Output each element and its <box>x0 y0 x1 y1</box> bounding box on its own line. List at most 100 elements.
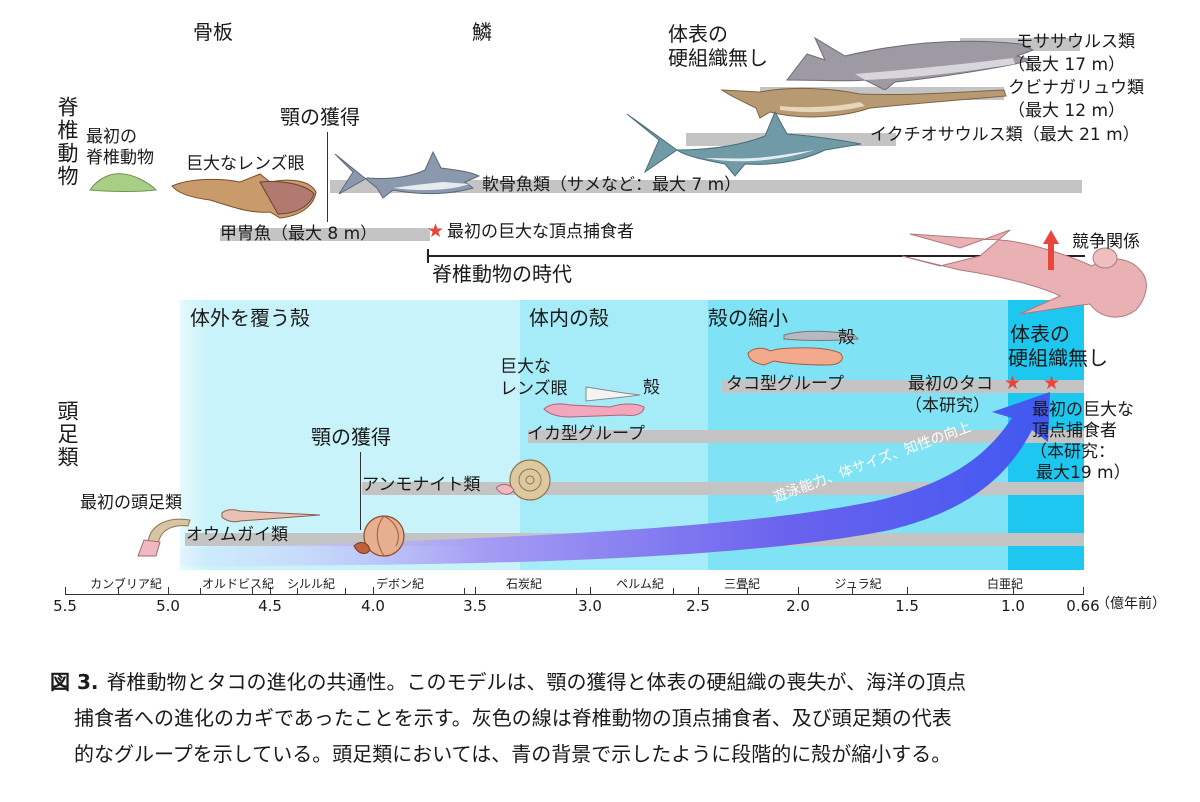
label-zone-shell-reduction: 殻の縮小 <box>708 306 788 330</box>
label-nautiloids: オウムガイ類 <box>186 525 288 545</box>
shark-illustration <box>334 150 481 199</box>
ichthyosaur-illustration <box>626 110 862 177</box>
axis-tick <box>1083 587 1084 595</box>
period-label: 白亜紀 <box>986 577 1024 591</box>
period-label: 三畳紀 <box>723 577 761 591</box>
axis-tick <box>698 587 699 595</box>
bar-octopus-group <box>722 380 1084 393</box>
caption-line-1: 脊椎動物とタコの進化の共通性。このモデルは、顎の獲得と体表の硬組織の喪失が、海洋… <box>106 670 967 694</box>
axis-tick <box>373 587 374 595</box>
label-zone-internal-shell: 体内の殻 <box>529 306 609 330</box>
label-zone-no-hard-tissue-2: 硬組織無し <box>1008 346 1108 370</box>
period-label: カンブリア紀 <box>90 577 162 591</box>
axis-tick <box>168 587 169 595</box>
label-zone-no-hard-tissue-1: 体表の <box>1010 322 1070 346</box>
nautilus-illustration <box>353 515 405 557</box>
label-placoderm: 甲冑魚（最大 8 m） <box>220 224 378 244</box>
label-ammonites: アンモナイト類 <box>362 475 481 495</box>
label-age-of-vertebrates: 脊椎動物の時代 <box>432 262 572 286</box>
label-octopus-group: タコ型グループ <box>726 374 844 394</box>
axis-tick-label: 1.0 <box>1001 597 1025 615</box>
axis-tick-label: 2.0 <box>786 597 810 615</box>
label-jaw-acquisition-vertebrates: 顎の獲得 <box>280 105 360 129</box>
bar-squid-group <box>528 430 1084 443</box>
axis-tick-label: 4.5 <box>258 597 282 615</box>
trend-arrow <box>180 392 1050 566</box>
axis-tick-label: 2.5 <box>686 597 710 615</box>
label-ichthyosaurs: イクチオサウルス類（最大 21 m） <box>870 125 1140 145</box>
caption-line-2: 捕食者への進化のカギであったことを示す。灰色の線は脊椎動物の頂点捕食者、及び頭足… <box>74 706 952 730</box>
axis-tick <box>798 587 799 595</box>
label-apex-cephalopod-1: 最初の巨大な <box>1032 400 1134 420</box>
label-squid-shell: 殻 <box>643 378 660 398</box>
label-plesiosaurs: クビナガリュウ類 <box>1008 78 1144 98</box>
label-plesiosaurs-size: （最大 12 m） <box>1008 101 1125 121</box>
period-boundary-tick <box>345 588 346 594</box>
label-squid-group: イカ型グループ <box>527 424 645 444</box>
star-first-apex-cephalopod: ★ <box>1043 372 1061 394</box>
label-first-octopus-study: （本研究） <box>905 396 990 416</box>
period-boundary-tick <box>747 588 748 594</box>
label-mosasaurs-size: （最大 17 m） <box>1008 55 1125 75</box>
label-bony-plates: 骨板 <box>193 20 233 44</box>
figure-caption: 図 3. 脊椎動物とタコの進化の共通性。このモデルは、顎の獲得と体表の硬組織の喪失… <box>50 664 1170 772</box>
period-label: オルドビス紀 <box>201 577 275 591</box>
label-first-vertebrate-2: 脊椎動物 <box>86 148 154 168</box>
axis-tick <box>1013 587 1014 595</box>
label-first-apex-predator: 最初の巨大な頂点捕食者 <box>447 222 634 242</box>
section-label-cephalopods: 頭足類 <box>55 400 79 469</box>
star-first-octopus: ★ <box>1004 372 1022 394</box>
jaw-marker-line-vertebrates <box>327 132 328 222</box>
axis-tick <box>590 587 591 595</box>
period-boundary-tick <box>297 588 298 594</box>
label-scales: 鱗 <box>472 20 492 44</box>
period-label: 石炭紀 <box>505 577 543 591</box>
label-giant-lens-eye-vertebrate: 巨大なレンズ眼 <box>186 154 305 174</box>
section-label-vertebrates: 脊椎動物 <box>55 96 79 188</box>
label-zone-external-shell: 体外を覆う殻 <box>190 306 310 330</box>
first-vertebrate-illustration <box>89 173 158 192</box>
orthocone-illustration <box>221 509 321 523</box>
period-boundary-tick <box>252 588 253 594</box>
label-no-hard-tissue-1: 体表の <box>668 22 728 46</box>
label-competition: 競争関係 <box>1072 232 1140 252</box>
label-no-hard-tissue-2: 硬組織無し <box>668 46 768 70</box>
label-apex-cephalopod-3: （本研究： <box>1030 442 1115 462</box>
octopus-illustration <box>901 229 1147 318</box>
axis-tick-label: 4.0 <box>361 597 385 615</box>
axis-tick-label: 0.66 <box>1066 597 1100 615</box>
label-first-octopus: 最初のタコ <box>908 374 993 394</box>
period-label: ジュラ紀 <box>834 577 882 591</box>
zone-external-shell <box>180 300 520 570</box>
period-boundary-tick <box>464 588 465 594</box>
axis-tick-label: 3.0 <box>578 597 602 615</box>
age-of-vertebrates-start <box>427 249 429 263</box>
axis-tick-label: 5.5 <box>53 597 77 615</box>
axis-unit: （億年前） <box>1096 596 1166 612</box>
label-apex-cephalopod-4: 最大19 m） <box>1036 463 1131 483</box>
ammonite-illustration <box>495 459 551 501</box>
label-jaw-acquisition-cephalopods: 顎の獲得 <box>311 425 391 449</box>
placoderm-illustration <box>171 173 317 219</box>
axis-tick <box>270 587 271 595</box>
label-octopus-shell: 殻 <box>838 328 855 348</box>
period-boundary-tick <box>673 588 674 594</box>
label-first-vertebrate-1: 最初の <box>86 127 137 147</box>
competition-arrow-icon <box>1043 230 1059 270</box>
period-label: デボン紀 <box>375 577 425 591</box>
jaw-marker-line-cephalopods <box>360 452 361 530</box>
first-cephalopod-illustration <box>137 518 191 557</box>
period-label: シルル紀 <box>286 577 336 591</box>
axis-tick <box>65 587 66 595</box>
period-label: ペルム紀 <box>616 577 664 591</box>
caption-number: 図 3. <box>50 670 99 694</box>
axis-tick <box>475 587 476 595</box>
age-of-vertebrates-line <box>427 255 1085 257</box>
label-mosasaurs: モササウルス類 <box>1016 32 1135 52</box>
plesiosaur-illustration <box>720 87 1007 119</box>
period-boundary-tick <box>118 588 119 594</box>
octopus-group-illustration <box>747 330 860 366</box>
period-boundary-tick <box>852 588 853 594</box>
label-squid-giant-eye-1: 巨大な <box>500 357 551 377</box>
caption-line-3: 的なグループを示している。頭足類においては、青の背景で示したように段階的に殻が縮… <box>74 742 952 766</box>
